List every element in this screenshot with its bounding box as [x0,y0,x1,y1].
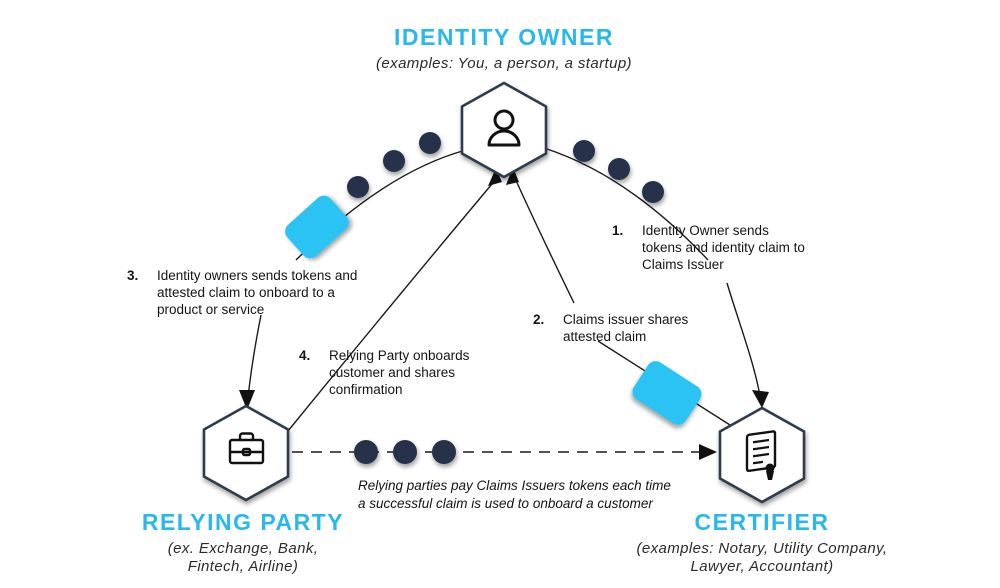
step-4-number: 4. [299,348,311,363]
token-dot [393,440,417,464]
arrowhead-into-relying-party [239,390,255,410]
certifier-node [718,406,806,504]
token-chip-right [632,361,702,425]
step-note-3: 3. Identity owners sends tokens and atte… [127,267,377,318]
token-dot [432,440,456,464]
step-note-2: 2. Claims issuer shares attested claim [533,311,709,345]
identity-owner-subtitle: (examples: You, a person, a startup) [376,55,632,72]
step-note-4: 4. Relying Party onboards customer and s… [299,347,489,398]
step-note-1: 1. Identity Owner sends tokens and ident… [612,222,808,273]
briefcase-icon [228,432,265,465]
token-dot [383,150,405,172]
token-dots-payment-line [354,440,456,464]
connector-step2-arrow [513,175,575,304]
arrowhead-step4-into-identity-owner [488,168,502,186]
arrowhead-into-certifier-left [699,444,717,460]
step-2-text: Claims issuer shares attested claim [563,312,689,345]
relying-party-title: RELYING PARTY [141,509,345,535]
token-dot [419,132,441,154]
step-3-number: 3. [127,268,139,283]
person-icon [487,109,521,147]
token-dot [642,181,664,203]
payment-footnote: Relying parties pay Claims Issuers token… [358,478,671,511]
token-dot [354,440,378,464]
relying-party-subtitle: (ex. Exchange, Bank, Fintech, Airline) [167,540,319,576]
step-4-text: Relying Party onboards customer and shar… [329,348,470,398]
identity-owner-node [460,81,548,179]
token-dot [608,158,630,180]
certificate-icon [745,430,777,480]
connector-step3-arrow [247,314,262,399]
identity-owner-title: IDENTITY OWNER [394,24,614,50]
arrowhead-into-certifier-top [752,390,769,408]
connector-identityowner-to-certifier [543,147,709,261]
token-chip-left [285,195,349,259]
arrowhead-step2-into-identity-owner [506,167,519,185]
token-dot [573,140,595,162]
certifier-subtitle: (examples: Notary, Utility Company, Lawy… [636,540,888,576]
step-1-text: Identity Owner sends tokens and identity… [642,223,805,273]
step-1-number: 1. [612,223,624,238]
step-2-number: 2. [533,312,545,327]
token-dots-right-arc [573,140,664,203]
connector-step1-arrow [726,282,761,397]
certifier-title: CERTIFIER [694,509,830,535]
token-dot [347,176,369,198]
connector-step4-arrow [287,177,498,432]
step-3-text: Identity owners sends tokens and atteste… [157,268,358,318]
token-dots-left-arc [347,132,441,198]
relying-party-node [202,404,290,502]
